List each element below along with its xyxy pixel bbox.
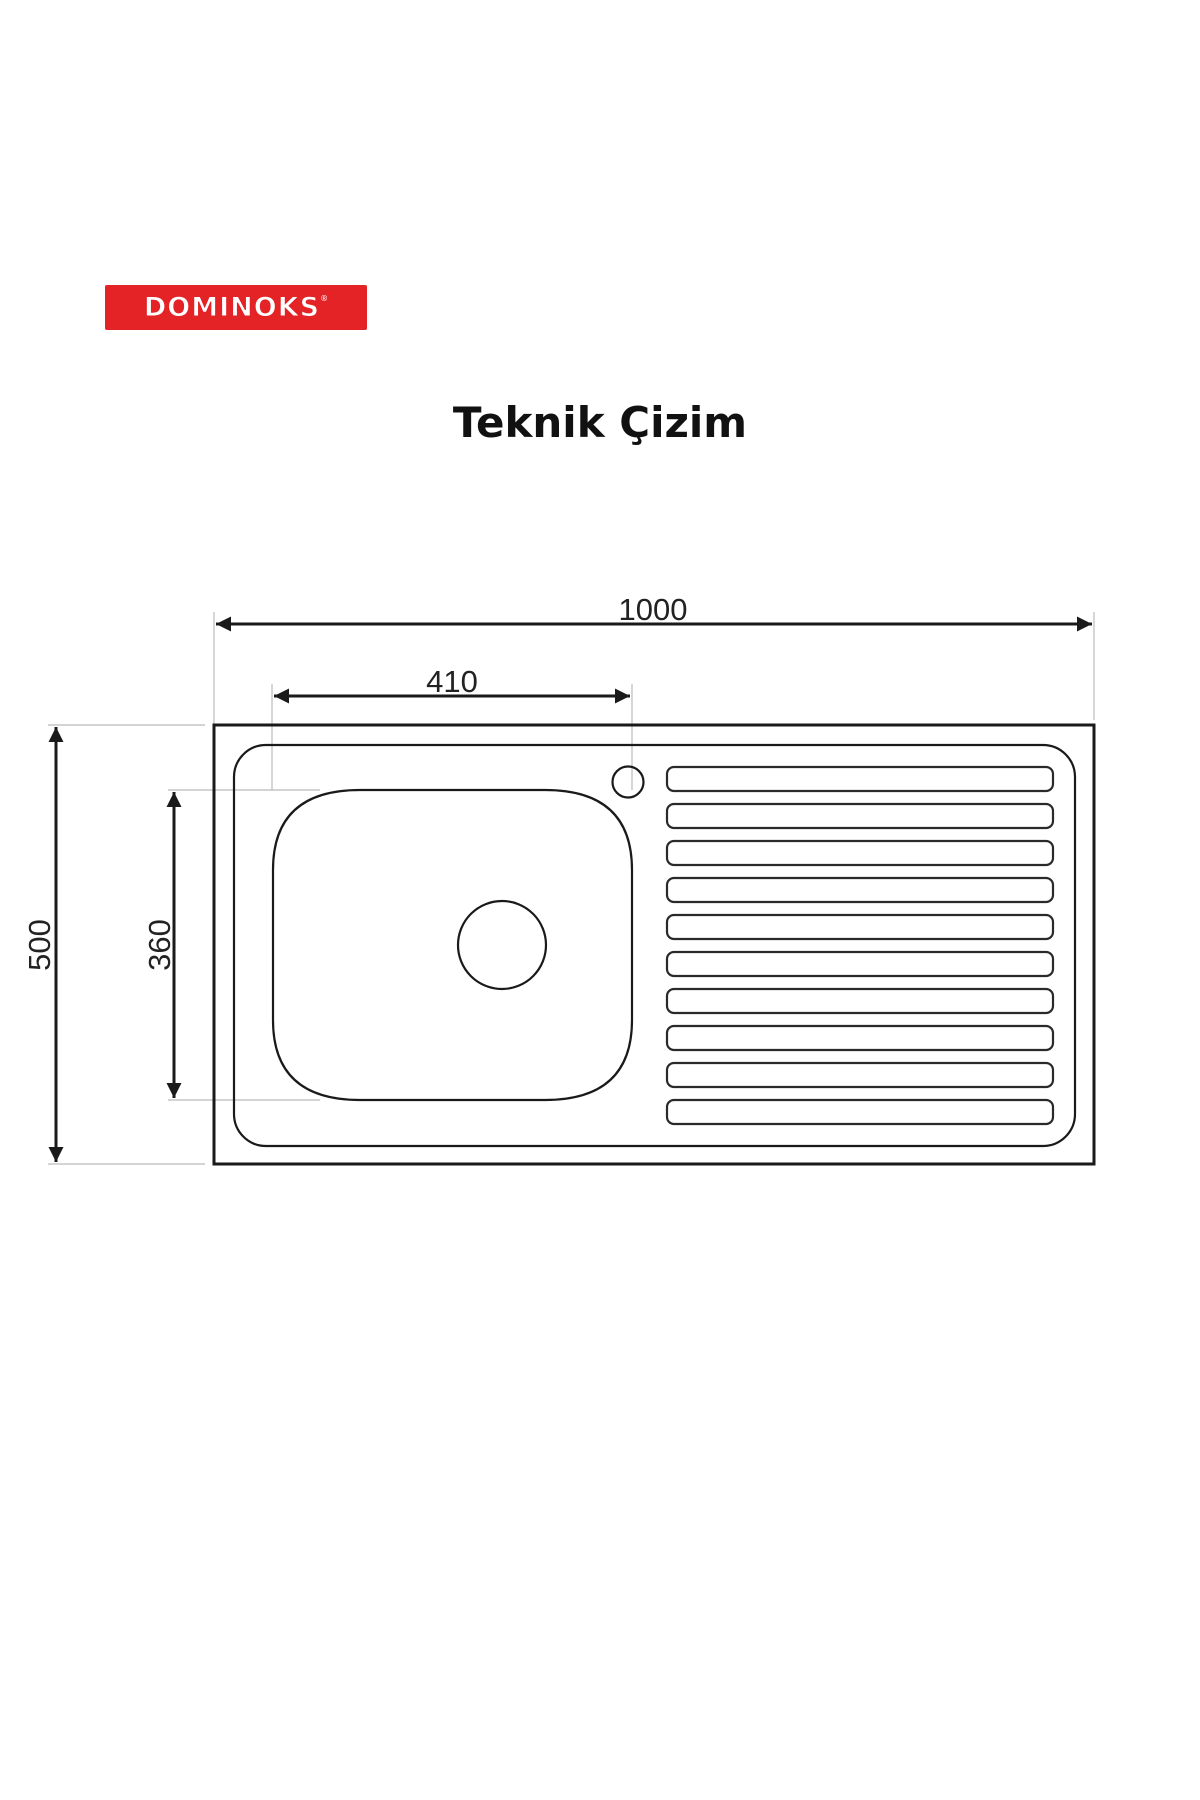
page-title: Teknik Çizim [452,398,748,447]
drainboard-grooves [665,765,1055,1126]
groove [665,1024,1055,1052]
brand-logo: DOMINOKS® [105,285,367,330]
groove [665,1061,1055,1089]
faucet-hole [611,765,645,799]
registered-mark: ® [320,294,329,303]
groove [665,839,1055,867]
groove [665,876,1055,904]
sink-inner-rim [232,743,1077,1148]
groove [665,765,1055,793]
dimension-arrows [48,616,1092,1162]
dim-label-360: 360 [142,919,177,971]
dim-label-500: 500 [22,919,57,971]
sink-outer-edge [212,723,1096,1166]
sink-bowl [271,788,634,1102]
groove [665,802,1055,830]
groove [665,913,1055,941]
dim-label-1000: 1000 [619,592,688,627]
drain-hole [456,899,548,991]
groove [665,1098,1055,1126]
extension-lines [48,612,1095,1165]
brand-name: DOMINOKS [143,292,321,324]
groove [665,987,1055,1015]
groove [665,950,1055,978]
dim-label-410: 410 [426,664,478,699]
